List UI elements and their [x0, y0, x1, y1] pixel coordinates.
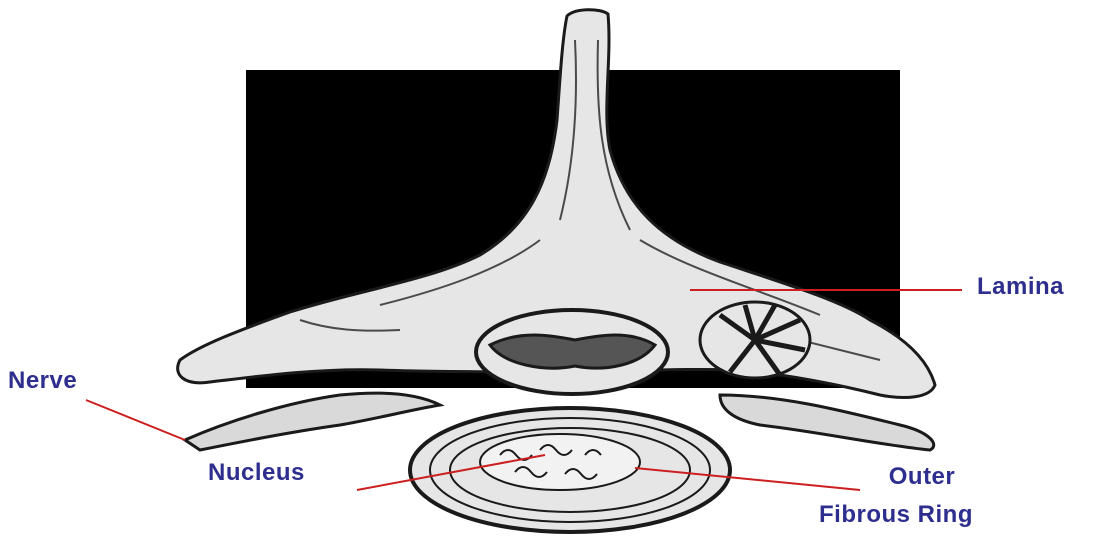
- intervertebral-disc: [410, 408, 730, 532]
- spinal-canal: [476, 310, 668, 394]
- nerve-leader-line: [86, 400, 185, 440]
- left-nerve-root: [185, 393, 440, 450]
- nerve-label: Nerve: [8, 366, 77, 396]
- lamina-label: Lamina: [977, 272, 1064, 302]
- right-nerve-root: [720, 395, 934, 450]
- pedicle-detail: [700, 302, 810, 378]
- outer-label: Outer: [877, 462, 967, 492]
- fibrous-ring-label: Fibrous Ring: [819, 500, 973, 530]
- nucleus-label: Nucleus: [208, 458, 305, 488]
